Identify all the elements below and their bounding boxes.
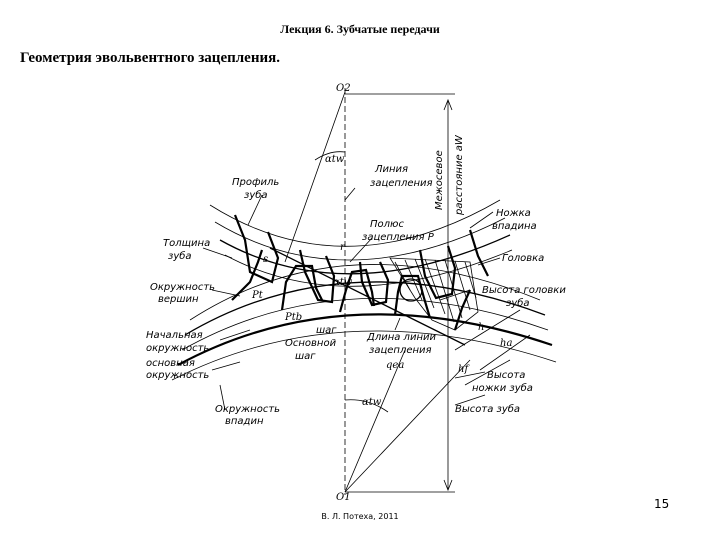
leader-tip-circle	[211, 289, 241, 297]
root-circle-label-2: впадин	[225, 416, 264, 427]
base-circle-label-2: окружность	[146, 370, 209, 381]
leader-tooth-profile	[247, 194, 263, 226]
alpha-tw-mid-label: αtw	[333, 277, 353, 288]
leader-addendum	[477, 257, 501, 266]
dedendum-part-label-1: Ножка	[496, 208, 531, 219]
alpha-tw-top-label: αtw	[325, 154, 345, 165]
lower-tooth-5	[453, 289, 472, 331]
leader-dedendum-height	[454, 371, 486, 379]
h-dimension	[454, 309, 521, 351]
line-of-action-label-1: Линия	[374, 164, 408, 175]
upper-pitch-circle	[219, 234, 511, 275]
upper-tooth-4	[418, 245, 457, 300]
s-label: s	[263, 254, 268, 265]
contact-circle	[399, 278, 423, 302]
lower-root-circle	[177, 313, 553, 366]
r-label: r	[340, 242, 346, 253]
tooth-profile-label-2: зуба	[244, 189, 268, 201]
lower-tooth-2	[280, 264, 323, 311]
lower-tooth-4	[393, 274, 432, 319]
lower-outer-rim	[171, 330, 557, 381]
upper-base-circle	[214, 217, 506, 261]
tooth-profile-label-1: Профиль	[232, 177, 279, 188]
dedendum-height-label-2: ножки зуба	[472, 382, 533, 394]
dedendum-part-label-2: впадина	[492, 221, 537, 232]
lower-tooth-1	[231, 249, 264, 301]
angle-arc-top	[314, 151, 346, 161]
leader-pitch-point	[349, 237, 373, 263]
leader-line-of-action	[344, 187, 356, 201]
center-distance-label-1: Межосевое	[434, 150, 445, 210]
lower-base-circle	[181, 298, 549, 351]
leader-base-circle	[211, 361, 241, 371]
hf-label: hf	[458, 364, 470, 375]
upper-tooth-5	[468, 229, 489, 277]
base-circle-label-1: основная	[146, 358, 195, 369]
addendum-part-label: Головка	[502, 253, 544, 264]
leader-tooth-height	[454, 394, 486, 406]
leader-pitch-circle	[219, 329, 251, 341]
slide-title: Геометрия эвольвентного зацепления.	[20, 50, 280, 66]
ptb-label: Ptb	[284, 312, 302, 323]
alpha-tw-bottom-label: αtw	[362, 397, 382, 408]
q-ea-label: qea	[386, 360, 404, 371]
lecture-header: Лекция 6. Зубчатые передачи	[280, 22, 440, 36]
hf-dimension	[464, 359, 511, 386]
tooth-thickness-label-2: зуба	[168, 250, 192, 262]
tip-circle-label-2: вершин	[158, 294, 199, 305]
o1-label: O1	[336, 492, 351, 503]
arrowhead-top	[443, 98, 453, 111]
leader-root-circle	[219, 384, 226, 411]
dedendum-height-label-1: Высота	[487, 370, 525, 381]
footer-author: В. Л. Потеха, 2011	[321, 512, 399, 521]
length-of-action-label-1: Длина линии	[366, 332, 436, 343]
hatched-tooth-region	[389, 257, 479, 331]
lower-tip-circle	[189, 264, 541, 321]
pitch-circle-label-2: окружность	[146, 343, 209, 354]
upper-tooth-3	[358, 261, 390, 307]
leader-dedendum	[469, 211, 494, 229]
pt-label: Pt	[251, 290, 264, 301]
upper-tip-circle	[224, 249, 513, 287]
upper-tooth-2	[298, 249, 336, 304]
radius-line-o1	[344, 359, 471, 493]
base-pitch-label-1: Основной	[285, 338, 337, 349]
leader-addendum-height	[439, 289, 471, 301]
tooth-thickness-label-1: Толщина	[163, 238, 210, 249]
lower-pitch-circle	[184, 281, 546, 336]
ha-dimension	[479, 334, 531, 371]
lower-radius-line	[344, 349, 406, 493]
addendum-height-label-2: зуба	[506, 297, 530, 309]
ha-label: ha	[500, 338, 512, 349]
center-distance-label-2: расстояние aW	[454, 134, 465, 216]
addendum-height-label-1: Высота головки	[482, 285, 566, 296]
upper-root-circle	[209, 199, 501, 247]
length-of-action-label-2: зацепления	[369, 345, 432, 356]
line-of-action-label-2: зацепления	[370, 178, 433, 189]
upper-tooth-1	[233, 214, 280, 284]
pitch-circle-label-1: Начальная	[146, 330, 203, 341]
base-pitch-label-2: шаг	[295, 351, 316, 362]
root-circle-label-1: Окружность	[215, 404, 280, 415]
lower-tooth-3	[338, 268, 376, 313]
o2-label: O2	[336, 83, 351, 94]
radius-line-o2	[284, 91, 346, 263]
arrowhead-bottom	[443, 479, 453, 492]
page-number: 15	[654, 497, 670, 511]
h-label: h	[478, 322, 484, 333]
pitch-point-label-2: зацепления P	[362, 232, 435, 243]
pitch-word-label: шаг	[316, 325, 337, 336]
pitch-point-label-1: Полюс	[370, 219, 404, 230]
tooth-height-label: Высота зуба	[455, 403, 520, 415]
angle-arc-bottom	[344, 399, 389, 413]
leader-tooth-thickness	[202, 247, 233, 259]
tip-circle-label-1: Окружность	[150, 282, 215, 293]
leader-length-of-action	[394, 317, 401, 331]
